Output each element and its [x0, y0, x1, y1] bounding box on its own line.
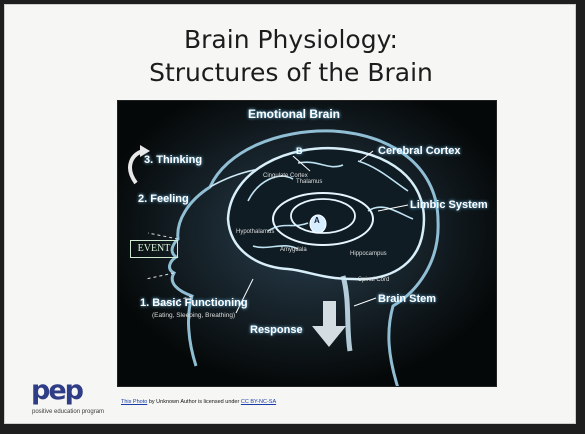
marker-b: B: [296, 146, 303, 156]
slide-title: Brain Physiology: Structures of the Brai…: [5, 23, 577, 89]
label-brain-stem: Brain Stem: [378, 293, 436, 305]
title-line-1: Brain Physiology:: [5, 23, 577, 56]
label-response: Response: [250, 324, 303, 336]
label-basic-sub: (Eating, Sleeping, Breathing): [152, 312, 235, 319]
slide-footer: pep positive education program This Phot…: [31, 377, 551, 413]
label-cingulate: Cingulate Cortex: [263, 173, 308, 179]
label-basic-functioning: 1. Basic Functioning: [140, 297, 248, 309]
credit-text: by Unknown Author is licensed under: [147, 399, 241, 405]
pep-logo-mark: pep: [31, 375, 82, 406]
label-feeling: 2. Feeling: [138, 193, 189, 205]
label-thalamus: Thalamus: [296, 179, 322, 185]
label-thinking: 3. Thinking: [144, 154, 202, 166]
label-limbic-system: Limbic System: [410, 199, 488, 211]
brain-figure: Emotional Brain 3. Thinking 2. Feeling E…: [117, 100, 497, 387]
label-hypothalamus: Hypothalamus: [236, 229, 274, 235]
label-hippocampus: Hippocampus: [350, 251, 387, 257]
title-line-2: Structures of the Brain: [5, 56, 577, 89]
photo-credit: This Photo by Unknown Author is licensed…: [121, 399, 276, 405]
slide: Brain Physiology: Structures of the Brai…: [4, 4, 576, 424]
marker-a: A: [314, 216, 320, 225]
label-spinal-cord: Spinal Cord: [358, 277, 389, 283]
label-cerebral-cortex: Cerebral Cortex: [378, 145, 461, 157]
figure-heading: Emotional Brain: [248, 107, 340, 121]
photo-link[interactable]: This Photo: [121, 399, 147, 405]
license-link[interactable]: CC BY-NC-SA: [241, 399, 276, 405]
event-box: EVENT: [130, 240, 178, 258]
pep-logo-subtitle: positive education program: [32, 409, 104, 415]
label-amygdala: Amygdala: [280, 247, 307, 253]
